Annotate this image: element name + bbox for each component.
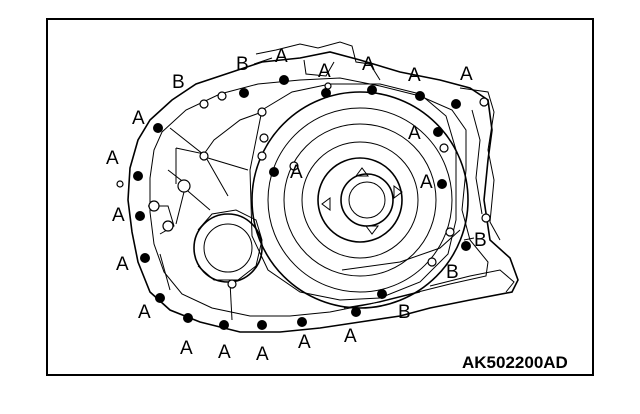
bolt-head [153, 123, 163, 133]
seal-tab-right [393, 185, 403, 199]
bolt-head [133, 171, 143, 181]
hole [439, 143, 449, 153]
label-a: A [460, 64, 473, 85]
label-a: A [218, 342, 231, 363]
hole [199, 99, 209, 109]
hole [227, 279, 237, 289]
label-a: A [138, 302, 151, 323]
lower-extension-2 [343, 291, 421, 309]
label-a: A [256, 344, 269, 365]
bolt-head [437, 179, 447, 189]
bolt-head [297, 317, 307, 327]
label-a: A [362, 54, 375, 75]
hole [116, 180, 124, 188]
label-a: A [106, 148, 119, 169]
housing-rib-outer [249, 83, 457, 301]
label-a: A [275, 46, 288, 67]
label-a: A [344, 326, 357, 347]
diff-bore-inner [203, 223, 253, 273]
bolt-head [279, 75, 289, 85]
top-bracket-2 [303, 59, 335, 77]
label-b: B [398, 302, 411, 323]
bolt-head [135, 211, 145, 221]
housing-ring-5 [317, 157, 403, 243]
callout-labels: A A A A A A A A A A A A A A A A A A A A … [106, 46, 487, 365]
left-rib-7 [203, 153, 229, 197]
hole [199, 151, 209, 161]
bolt-head [239, 88, 249, 98]
label-a: A [420, 172, 433, 193]
hole [257, 151, 267, 161]
label-a: A [132, 108, 145, 129]
hole [148, 200, 160, 212]
label-a: A [180, 338, 193, 359]
leader-b-top [253, 57, 273, 65]
seal-tab-top [355, 167, 369, 177]
label-a: A [112, 205, 125, 226]
figure-frame [46, 18, 594, 376]
seal-tab-left [321, 197, 331, 211]
bolt-head [461, 241, 471, 251]
figure-code: AK502200AD [462, 353, 568, 372]
flange-contour [149, 77, 489, 317]
right-boss-2 [471, 109, 483, 215]
housing-ring-4 [301, 141, 419, 259]
label-a: A [116, 254, 129, 275]
left-rib-5 [175, 111, 263, 155]
bolt-head [433, 127, 443, 137]
leader-b-right [463, 237, 475, 241]
bolt-head [367, 85, 377, 95]
left-rib-8 [229, 281, 233, 321]
hole [289, 161, 299, 171]
label-a: A [318, 61, 331, 82]
right-boss [459, 87, 501, 241]
label-b: B [474, 230, 487, 251]
diff-bore-flange [197, 209, 263, 281]
label-b: B [236, 54, 249, 75]
bolt-head [269, 167, 279, 177]
oil-seal-inner [348, 181, 386, 219]
bolt-heads [133, 75, 471, 330]
hole [427, 257, 437, 267]
bolt-head [321, 88, 331, 98]
label-a: A [408, 123, 421, 144]
bolt-head [183, 313, 193, 323]
bolt-head [155, 293, 165, 303]
hole [481, 213, 491, 223]
hole [177, 179, 191, 193]
bolt-head [415, 91, 425, 101]
hole [257, 107, 267, 117]
hole [445, 227, 455, 237]
hole [217, 91, 227, 101]
lower-extension [429, 269, 515, 293]
seal-tab-bottom [365, 225, 379, 235]
label-b: B [172, 72, 185, 93]
housing-ring-2 [267, 107, 453, 293]
hole [479, 97, 489, 107]
top-bracket [255, 41, 381, 81]
lower-shell [341, 229, 461, 271]
label-a: A [290, 162, 303, 183]
mounting-holes [116, 82, 491, 289]
housing-ring-3 [283, 123, 437, 277]
hole [162, 220, 174, 232]
housing-ring-outer [251, 91, 469, 309]
bolt-head [257, 320, 267, 330]
label-a: A [408, 65, 421, 86]
bolt-head [377, 289, 387, 299]
hole [259, 133, 269, 143]
bolt-head [451, 99, 461, 109]
label-a: A [298, 332, 311, 353]
case-outline [127, 51, 519, 333]
bolt-head [351, 307, 361, 317]
hole [324, 82, 332, 90]
bolt-head [140, 253, 150, 263]
bolt-head [219, 320, 229, 330]
left-rib-9 [159, 253, 171, 291]
label-b: B [446, 262, 459, 283]
